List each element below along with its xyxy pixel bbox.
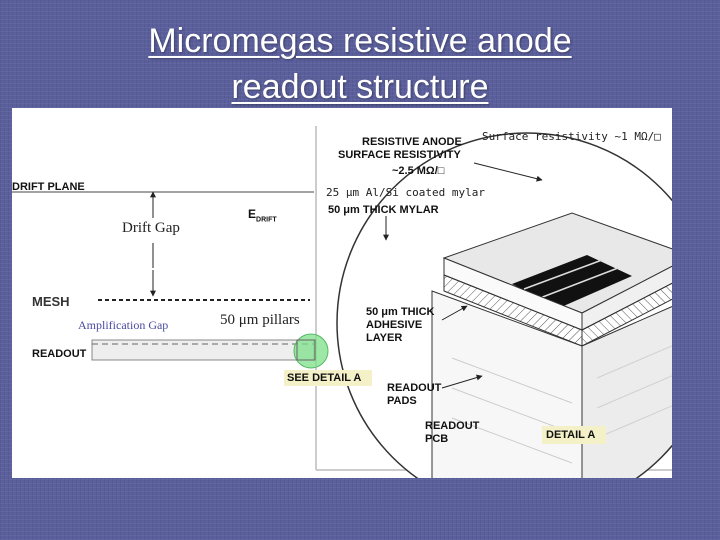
title-line-1: Micromegas resistive anode — [148, 22, 572, 60]
drift-gap-label: Drift Gap — [122, 220, 180, 236]
detail-cutaway — [337, 133, 672, 478]
e-drift-label: EDRIFT — [248, 208, 277, 226]
adhesive-leader — [441, 305, 468, 321]
detail-a-label: DETAIL A — [546, 429, 596, 441]
mesh-label: MESH — [32, 294, 70, 309]
readout-label: READOUT — [32, 348, 87, 360]
detail-a-bg — [542, 426, 606, 444]
thick-mylar-label: 50 μm THICK MYLAR — [328, 204, 439, 216]
readout-pcb-line-2: PCB — [425, 433, 449, 445]
detail-circle-outline — [336, 132, 672, 478]
slide-title: Micromegas resistive anode readout struc… — [0, 18, 720, 110]
readout-pads-line-2: PADS — [387, 395, 417, 407]
pillars-label: 50 μm pillars — [220, 312, 300, 328]
surface-resistivity-label: SURFACE RESISTIVITY — [338, 149, 461, 161]
readout-board — [91, 339, 315, 361]
readout-pads-line-1: READOUT — [387, 382, 442, 394]
adhesive-line-2: ADHESIVE — [366, 319, 423, 331]
detail-highlight-circle — [293, 333, 329, 369]
amplification-gap-label: Amplification Gap — [78, 318, 169, 332]
drift-plane-label: DRIFT PLANE — [12, 181, 85, 193]
see-detail-label: SEE DETAIL A — [287, 372, 362, 384]
adhesive-line-3: LAYER — [366, 332, 403, 344]
e-drift-main: E — [248, 207, 257, 221]
diagram-graphics — [12, 126, 672, 478]
title-line-2: readout structure — [231, 68, 489, 106]
resistive-anode-label: RESISTIVE ANODE — [362, 136, 462, 148]
resistive-leader — [473, 162, 543, 182]
figure-panel: DRIFT PLANE EDRIFT Drift Gap MESH Amplif… — [12, 108, 672, 478]
surface-resistivity-note: Surface resistivity ~1 MΩ/□ — [482, 130, 661, 143]
adhesive-line-1: 50 μm THICK — [366, 306, 435, 318]
resistivity-value-label: ~2.5 MΩ/□ — [392, 165, 445, 177]
see-detail-bg — [284, 370, 372, 386]
pads-leader — [441, 374, 483, 389]
e-drift-sub: DRIFT — [256, 216, 277, 224]
mylar-note: 25 μm Al/Si coated mylar — [326, 186, 485, 199]
readout-pcb-line-1: READOUT — [425, 420, 480, 432]
